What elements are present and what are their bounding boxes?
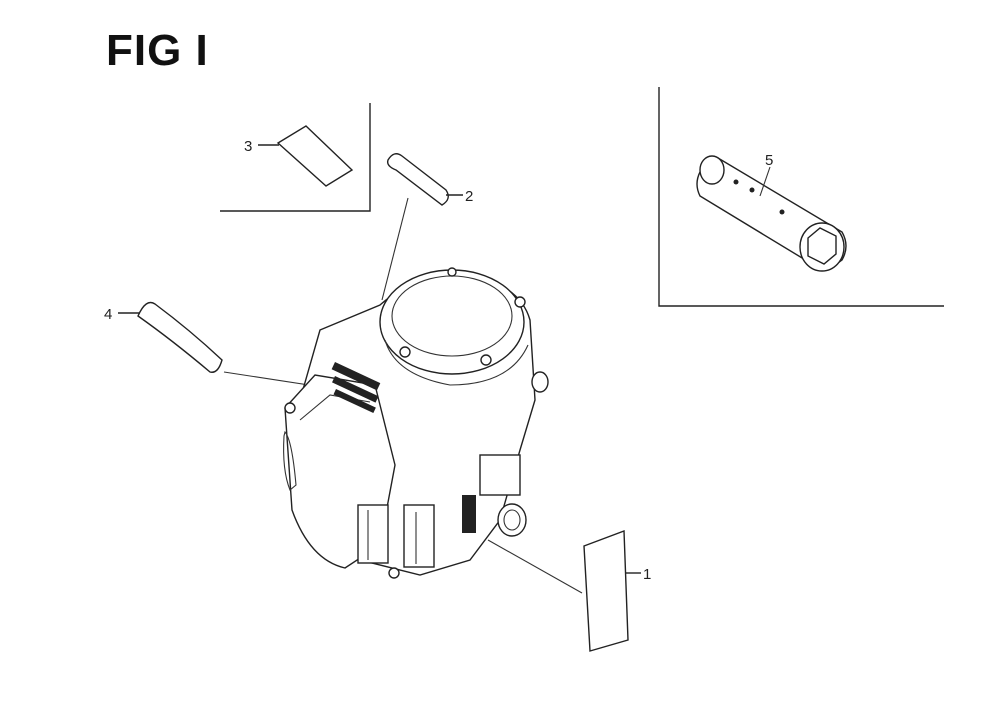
callout-3: 3 bbox=[244, 138, 252, 155]
plug-wrench-part-5 bbox=[696, 155, 847, 272]
inset-frame-right bbox=[658, 87, 944, 307]
callout-1: 1 bbox=[643, 566, 651, 583]
label-sticker-part-3 bbox=[258, 125, 354, 187]
curved-decal-part-4 bbox=[118, 301, 323, 388]
callout-4: 4 bbox=[104, 306, 112, 323]
figure-title: FIG I bbox=[106, 26, 209, 75]
strip-decal-part-2 bbox=[381, 153, 463, 301]
engine-illustration bbox=[283, 267, 549, 579]
callout-5: 5 bbox=[765, 152, 773, 169]
callout-2: 2 bbox=[465, 188, 473, 205]
label-sticker-part-1 bbox=[487, 530, 641, 652]
inset-frame-top-left bbox=[220, 103, 371, 212]
